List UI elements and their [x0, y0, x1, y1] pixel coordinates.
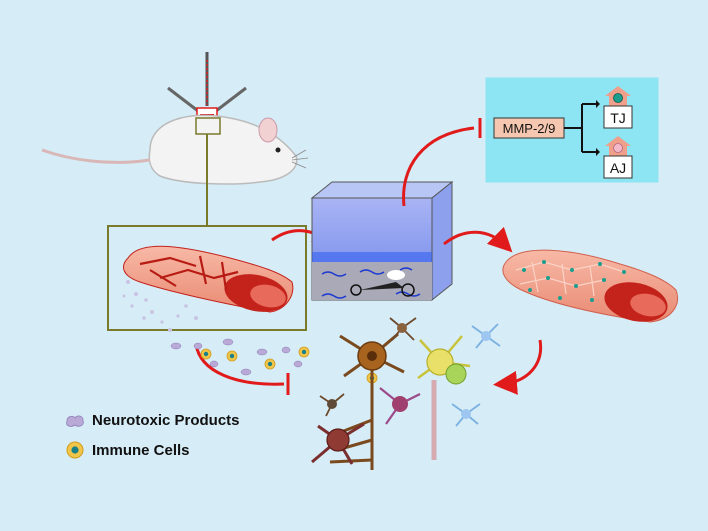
- aj-label: AJ: [610, 160, 626, 176]
- tj-up-arrow: [605, 86, 631, 96]
- aj-up-arrow: [605, 136, 631, 146]
- inhibition-line-neurotoxic: [194, 343, 285, 386]
- leaked-particles: [122, 280, 198, 332]
- inhibition-line-mmp: [402, 126, 475, 207]
- mmp-panel: MMP-2/9 TJ AJ: [485, 77, 659, 183]
- tj-label: TJ: [610, 110, 626, 126]
- legend-item-immune: Immune Cells: [64, 440, 190, 460]
- arrow-to-repaired-vessel: [443, 226, 513, 253]
- neurotoxic-product-icon: [66, 414, 84, 427]
- mmp-label: MMP-2/9: [503, 121, 556, 136]
- mouse-illustration: [41, 114, 309, 185]
- neuron-cluster: [311, 317, 501, 470]
- repaired-vessel: [502, 249, 678, 323]
- water-tank: [310, 180, 454, 302]
- arrow-to-neurons: [493, 339, 543, 395]
- legend-label-immune: Immune Cells: [92, 441, 190, 459]
- aj-protein-icon: [613, 143, 623, 153]
- damaged-vessel-frame: [107, 225, 307, 331]
- damaged-vessel: [123, 245, 294, 313]
- neurotoxic-products: [170, 338, 303, 376]
- tj-protein-icon: [613, 93, 623, 103]
- legend-item-neurotoxic: Neurotoxic Products: [64, 412, 240, 429]
- legend-label-neurotoxic: Neurotoxic Products: [92, 412, 240, 429]
- stereotaxic-probes: [167, 52, 247, 123]
- immune-cell-icon: [66, 441, 84, 459]
